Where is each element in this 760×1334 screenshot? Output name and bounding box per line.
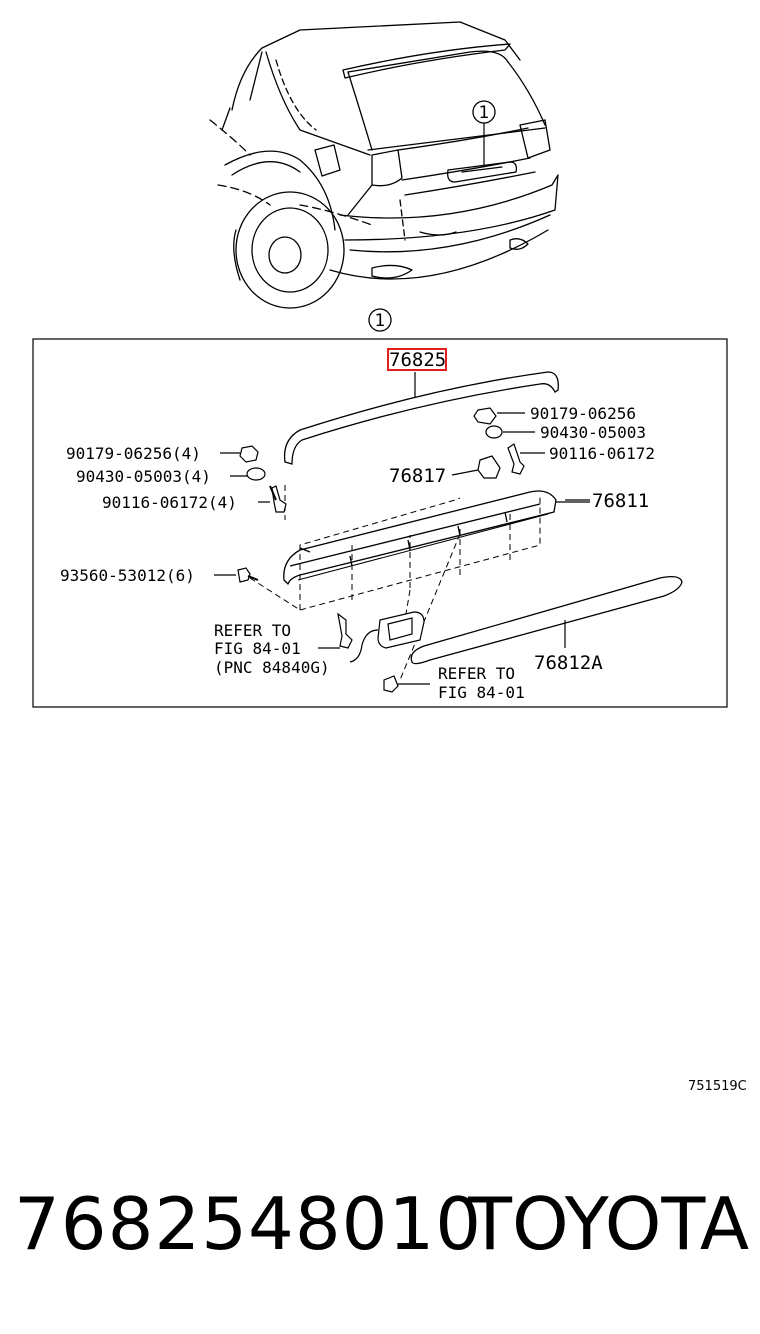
label-90430-left: 90430-05003(4) — [76, 467, 211, 486]
illustration-code: 751519C — [688, 1079, 747, 1094]
label-90116-right: 90116-06172 — [549, 444, 655, 463]
callout-box-number: 1 — [375, 311, 386, 331]
label-90116-left: 90116-06172(4) — [102, 493, 237, 512]
part-76811-garnish — [283, 490, 557, 585]
fasteners-right — [451, 407, 590, 503]
label-93560: 93560-53012(6) — [60, 566, 195, 585]
label-90179-left: 90179-06256(4) — [66, 444, 201, 463]
callout-top: 1 — [472, 100, 496, 166]
label-76811: 76811 — [592, 490, 649, 512]
highlight-76825[interactable]: 76825 — [387, 348, 447, 371]
label-76825: 76825 — [389, 349, 446, 371]
fasteners-left — [214, 445, 287, 583]
refer-right-line2: FIG 84-01 — [438, 683, 525, 702]
refer-right-line1: REFER TO — [438, 664, 515, 683]
refer-left-line3: (PNC 84840G) — [214, 658, 330, 677]
label-76812A: 76812A — [534, 652, 603, 674]
part-number: 7682548010 — [14, 1182, 483, 1266]
part-76812A-moulding — [410, 576, 683, 665]
callout-box: 1 — [368, 308, 392, 332]
brand-name: TOYOTA — [468, 1182, 750, 1266]
parts-frame — [32, 338, 728, 708]
label-90179-right: 90179-06256 — [530, 404, 636, 423]
refer-left-line2: FIG 84-01 — [214, 639, 301, 658]
refer-left-line1: REFER TO — [214, 621, 291, 640]
callout-top-number: 1 — [479, 103, 490, 123]
vehicle-rear-illustration — [209, 21, 559, 309]
license-lamp-assembly — [318, 611, 430, 693]
part-76825-moulding — [283, 371, 559, 465]
label-90430-right: 90430-05003 — [540, 423, 646, 442]
label-76817: 76817 — [389, 465, 446, 487]
